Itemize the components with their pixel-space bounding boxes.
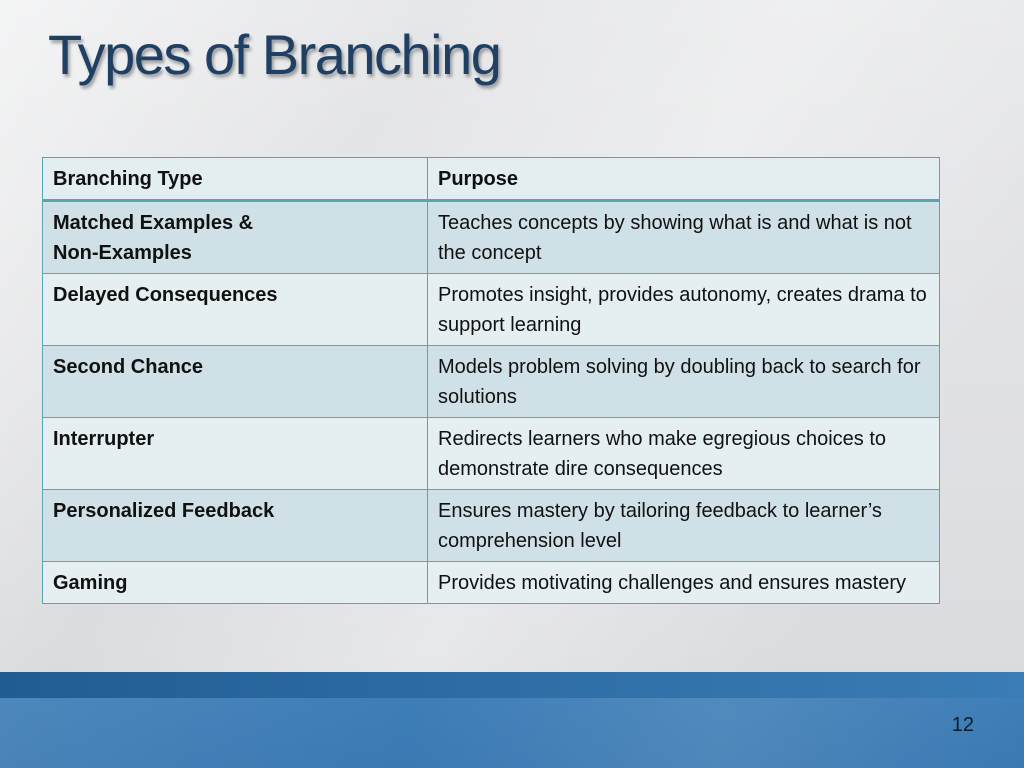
table-row: Second Chance Models problem solving by … bbox=[42, 345, 940, 418]
purpose-cell: Provides motivating challenges and ensur… bbox=[427, 561, 940, 604]
branching-type-cell: Gaming bbox=[42, 561, 428, 604]
branching-type-label: Matched Examples & bbox=[53, 212, 254, 234]
purpose-cell: Redirects learners who make egregious ch… bbox=[427, 417, 940, 490]
purpose-cell: Models problem solving by doubling back … bbox=[427, 345, 940, 418]
footer-band bbox=[0, 672, 1024, 768]
branching-types-table: Branching Type Purpose Matched Examples … bbox=[42, 157, 940, 604]
branching-type-cell: Matched Examples & Non-Examples bbox=[42, 200, 428, 274]
page-number: 12 bbox=[951, 714, 974, 736]
header-branching-type: Branching Type bbox=[42, 157, 428, 202]
table-row: Delayed Consequences Promotes insight, p… bbox=[42, 273, 940, 346]
purpose-cell: Teaches concepts by showing what is and … bbox=[427, 200, 940, 274]
table-row: Gaming Provides motivating challenges an… bbox=[42, 561, 940, 604]
header-purpose: Purpose bbox=[427, 157, 940, 202]
purpose-cell: Ensures mastery by tailoring feedback to… bbox=[427, 489, 940, 562]
branching-type-cell: Delayed Consequences bbox=[42, 273, 428, 346]
branching-type-label-cont: Non-Examples bbox=[53, 242, 192, 264]
branching-type-cell: Interrupter bbox=[42, 417, 428, 490]
purpose-cell: Promotes insight, provides autonomy, cre… bbox=[427, 273, 940, 346]
table-header-row: Branching Type Purpose bbox=[42, 157, 940, 202]
table-row: Matched Examples & Non-Examples Teaches c… bbox=[42, 200, 940, 274]
table-row: Personalized Feedback Ensures mastery by… bbox=[42, 489, 940, 562]
branching-type-cell: Personalized Feedback bbox=[42, 489, 428, 562]
slide-title: Types of Branching bbox=[48, 23, 502, 86]
table-row: Interrupter Redirects learners who make … bbox=[42, 417, 940, 490]
branching-type-cell: Second Chance bbox=[42, 345, 428, 418]
